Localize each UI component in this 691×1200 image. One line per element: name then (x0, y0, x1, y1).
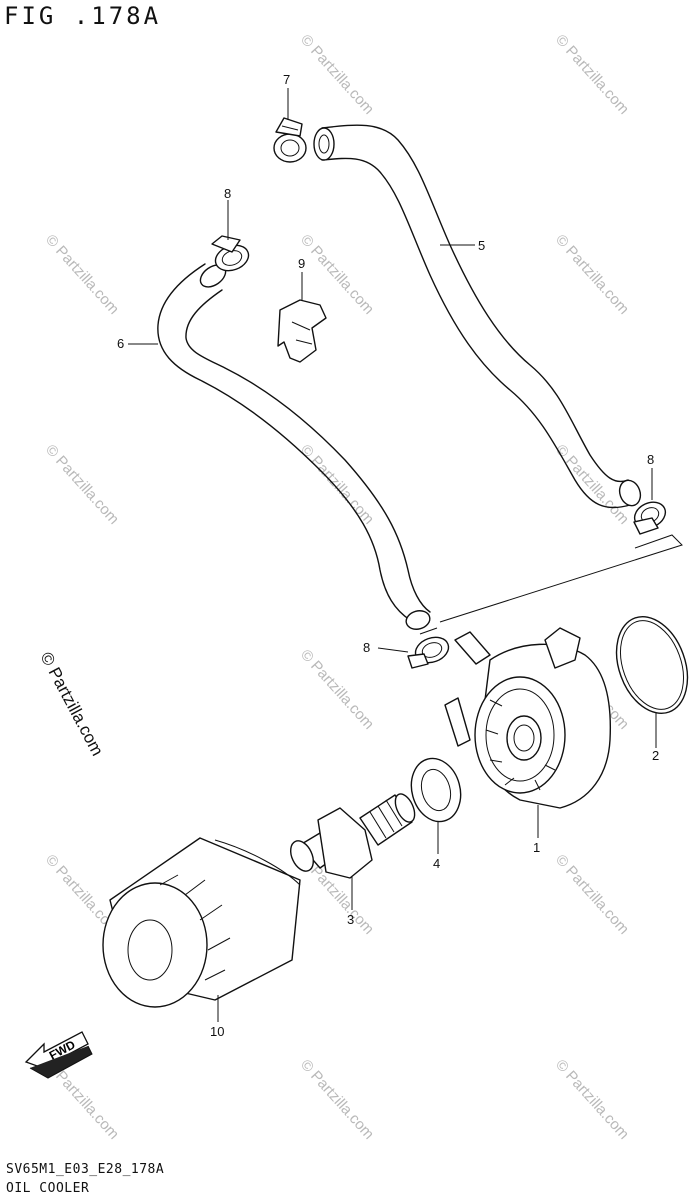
watermark: © Partzilla.com (552, 851, 632, 937)
callout-5: 5 (478, 238, 485, 253)
callout-1: 1 (533, 840, 540, 855)
clip-9 (277, 299, 327, 363)
watermark: © Partzilla.com (297, 31, 377, 117)
clamp-7 (273, 117, 307, 163)
hose-6 (157, 263, 431, 630)
callout-3: 3 (347, 912, 354, 927)
callout-9: 9 (298, 256, 305, 271)
diagram-code: SV65M1_E03_E28_178A (6, 1162, 165, 1177)
callout-8: 8 (647, 452, 654, 467)
callout-8: 8 (224, 186, 231, 201)
watermark: © Partzilla.com (297, 1056, 377, 1142)
leader-lines (128, 88, 657, 1022)
union-bolt-3 (289, 793, 416, 879)
watermark: © Partzilla.com (297, 646, 377, 732)
callout-7: 7 (283, 72, 290, 87)
clamp-8-right (633, 501, 667, 535)
watermark: © Partzilla.com (552, 231, 632, 317)
hose-5 (313, 124, 642, 509)
watermark: © Partzilla.com (42, 441, 122, 527)
callout-2: 2 (652, 748, 659, 763)
watermark: © Partzilla.com (42, 231, 122, 317)
oil-cooler (444, 627, 612, 809)
diagram-name: OIL COOLER (6, 1181, 90, 1196)
callout-10: 10 (210, 1024, 224, 1039)
watermark: © Partzilla.com (552, 441, 632, 527)
side-watermark: © Partzilla.com (36, 649, 107, 759)
watermark: © Partzilla.com (552, 1056, 632, 1142)
gasket-4 (410, 757, 462, 823)
o-ring-2 (615, 615, 689, 715)
fwd-arrow-icon: FWD (24, 1031, 93, 1079)
connection-lines (419, 534, 683, 635)
callout-6: 6 (117, 336, 124, 351)
callout-8: 8 (363, 640, 370, 655)
figure-title: FIG .178A (4, 2, 162, 30)
callout-labels: 7 8 5 9 6 8 8 2 1 4 3 10 (117, 72, 659, 1039)
clamp-8-upper (211, 235, 250, 272)
clamp-8-lower (407, 636, 450, 669)
oil-filter (102, 837, 301, 1008)
watermark: © Partzilla.com (552, 31, 632, 117)
callout-4: 4 (433, 856, 440, 871)
